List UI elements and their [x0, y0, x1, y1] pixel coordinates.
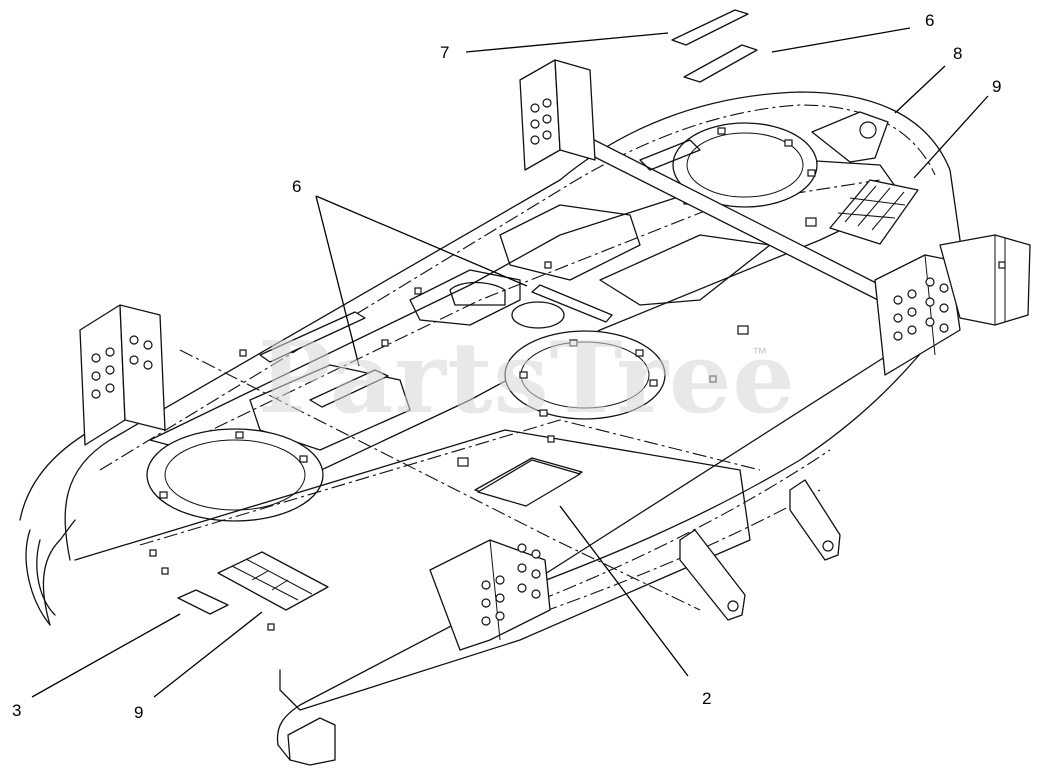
decal-6-top — [683, 44, 758, 83]
callout-6-mid: 6 — [292, 177, 302, 196]
cutout-far-right — [599, 234, 771, 306]
leader-9-front — [153, 611, 263, 698]
callout-3: 3 — [12, 701, 22, 720]
bracket-front-left — [79, 304, 166, 446]
deck-skirt-right — [519, 299, 961, 591]
center-boss — [511, 301, 565, 329]
decal-7 — [671, 9, 749, 46]
front-lip — [25, 529, 56, 626]
bracket-rear-right — [874, 254, 961, 376]
leader-6-a — [315, 195, 528, 287]
bracket-front-center — [429, 539, 551, 651]
callout-8: 8 — [953, 44, 963, 63]
top-plate — [149, 159, 906, 481]
leader-8 — [894, 65, 946, 114]
decal-9-rear — [829, 179, 919, 245]
front-channel — [287, 717, 336, 766]
leader-9-rear — [913, 95, 989, 179]
front-plate — [74, 429, 751, 711]
hanger-tab-right — [789, 479, 841, 561]
decal-6-left — [259, 311, 366, 363]
bar-clip — [639, 139, 701, 171]
bracket-rear-left — [519, 59, 596, 171]
leader-6-b — [315, 195, 360, 367]
decal-3 — [177, 589, 229, 615]
leader-6-top — [771, 27, 911, 53]
cutout-center — [409, 269, 521, 326]
callout-2: 2 — [702, 689, 712, 708]
decal-6-lower — [309, 369, 389, 408]
deck-lower-dashed — [519, 489, 821, 621]
decal-9-front — [217, 551, 329, 611]
deck-outline — [64, 91, 961, 761]
callout-9-rear: 9 — [992, 77, 1002, 96]
front-plate-dashed — [139, 419, 761, 546]
decal-8 — [811, 111, 889, 163]
deck-skirt-dashed — [539, 449, 831, 601]
spindle-left — [146, 428, 324, 522]
decal-6-center — [531, 284, 613, 323]
spindle-rear — [672, 122, 818, 208]
watermark-trademark: ™ — [752, 345, 767, 362]
callout-6-top: 6 — [925, 11, 935, 30]
hanger-tab-center — [679, 529, 746, 621]
leader-2 — [559, 505, 689, 677]
leader-3 — [31, 613, 181, 698]
cutout-right — [499, 204, 641, 281]
spindle-center — [504, 330, 666, 420]
square-marks — [149, 217, 817, 631]
cutout-left — [249, 364, 411, 451]
boss-slot — [449, 281, 506, 306]
leader-7 — [465, 32, 669, 53]
callout-7: 7 — [440, 43, 450, 62]
cross-bar-centerline — [179, 349, 701, 611]
callout-9-front: 9 — [134, 703, 144, 722]
